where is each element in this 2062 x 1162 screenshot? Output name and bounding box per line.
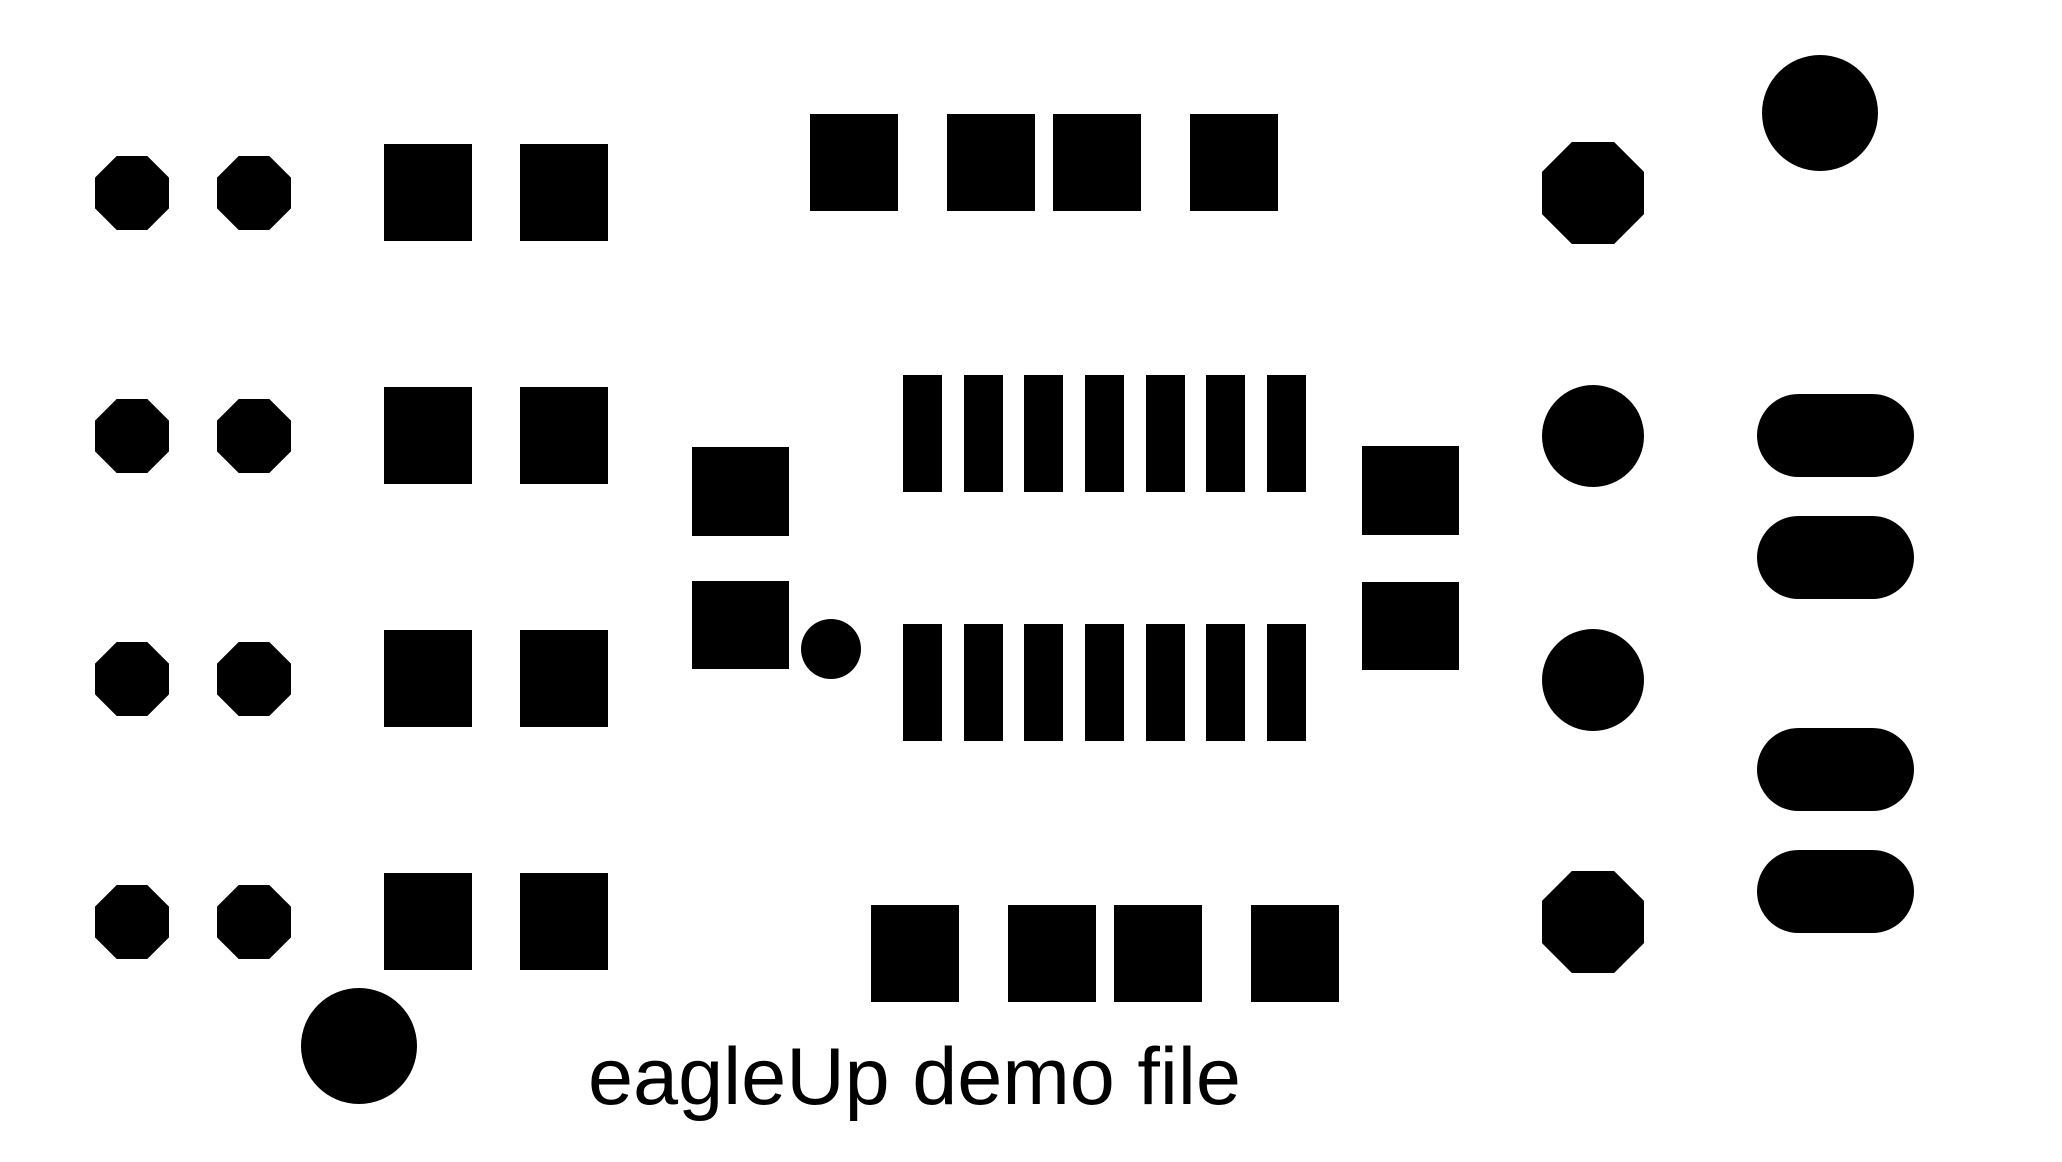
octagon-pad [1542, 142, 1644, 244]
square-pad [384, 873, 472, 970]
rectangular-pad [1085, 624, 1124, 741]
rectangular-pad [1024, 624, 1063, 741]
square-pad [520, 873, 608, 970]
square-pad [692, 447, 789, 536]
rectangular-pad [1206, 624, 1245, 741]
square-pad [1362, 582, 1459, 670]
octagon-pad [217, 642, 291, 716]
square-pad [1053, 114, 1141, 211]
board-caption: eagleUp demo file [588, 1032, 1241, 1122]
round-pad [301, 988, 417, 1104]
rectangular-pad [1146, 375, 1185, 492]
square-pad [520, 630, 608, 727]
round-pad [801, 619, 861, 679]
oblong-pad [1757, 516, 1914, 599]
square-pad [520, 144, 608, 241]
square-pad [871, 905, 959, 1002]
octagon-pad [217, 156, 291, 230]
round-pad [1542, 385, 1644, 487]
rectangular-pad [903, 624, 942, 741]
oblong-pad [1757, 850, 1914, 933]
square-pad [1251, 905, 1339, 1002]
square-pad [520, 387, 608, 484]
octagon-pad [95, 885, 169, 959]
rectangular-pad [1146, 624, 1185, 741]
rectangular-pad [903, 375, 942, 492]
square-pad [692, 581, 789, 669]
round-pad [1542, 629, 1644, 731]
rectangular-pad [964, 624, 1003, 741]
square-pad [1190, 114, 1278, 211]
square-pad [1114, 905, 1202, 1002]
octagon-pad [95, 642, 169, 716]
square-pad [810, 114, 898, 211]
square-pad [384, 387, 472, 484]
square-pad [384, 144, 472, 241]
octagon-pad [95, 399, 169, 473]
rectangular-pad [1267, 624, 1306, 741]
rectangular-pad [1024, 375, 1063, 492]
square-pad [1362, 446, 1459, 535]
oblong-pad [1757, 728, 1914, 811]
square-pad [384, 630, 472, 727]
octagon-pad [217, 399, 291, 473]
rectangular-pad [964, 375, 1003, 492]
octagon-pad [1542, 871, 1644, 973]
square-pad [947, 114, 1035, 211]
square-pad [1008, 905, 1096, 1002]
octagon-pad [217, 885, 291, 959]
oblong-pad [1757, 394, 1914, 477]
octagon-pad [95, 156, 169, 230]
rectangular-pad [1085, 375, 1124, 492]
rectangular-pad [1206, 375, 1245, 492]
rectangular-pad [1267, 375, 1306, 492]
round-pad [1762, 55, 1878, 171]
